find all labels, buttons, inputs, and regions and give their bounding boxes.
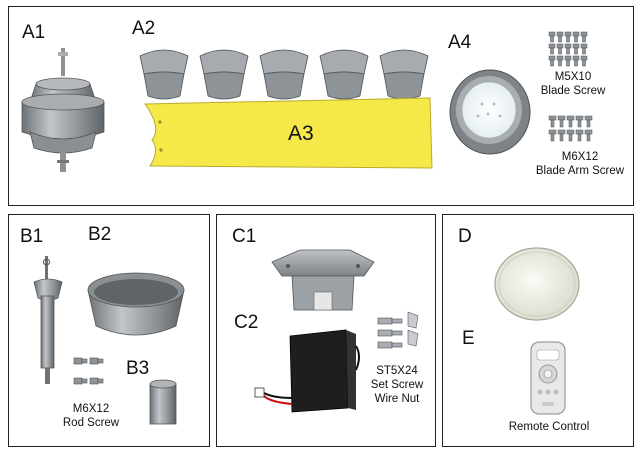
hardware-size: ST5X24 (376, 365, 418, 377)
blade-screws-drawing (548, 31, 588, 67)
blade-arm-screws-drawing (548, 115, 593, 142)
label-b3: B3 (126, 358, 150, 379)
canopy-b2-drawing (87, 272, 185, 336)
blade-arm-screw-size: M6X12 (561, 151, 599, 163)
label-a4: A4 (448, 32, 472, 53)
blade-screw-name: Blade Screw (540, 85, 606, 97)
blade-arms-a2-drawing (139, 49, 429, 100)
label-a2: A2 (132, 18, 156, 39)
blade-screw-caption: M5X10 Blade Screw (520, 70, 626, 98)
label-a3: A3 (288, 122, 314, 145)
blade-screw-size: M5X10 (554, 71, 592, 83)
blade-arm-screw-name: Blade Arm Screw (535, 165, 625, 177)
light-kit-a4-drawing (449, 69, 531, 155)
hardware-wire-nut: Wire Nut (374, 393, 420, 405)
label-c2: C2 (234, 312, 259, 333)
mounting-bracket-c1-drawing (271, 249, 375, 311)
label-a1: A1 (22, 22, 46, 43)
remote-caption: Remote Control (508, 421, 590, 433)
receiver-c2-drawing (254, 329, 360, 413)
blade-a3-drawing (144, 97, 433, 169)
label-b1: B1 (20, 226, 44, 247)
label-e: E (462, 328, 475, 349)
glass-cover-d-drawing (494, 247, 580, 321)
hardware-caption: ST5X24 Set Screw Wire Nut (364, 364, 430, 406)
label-d: D (458, 226, 472, 247)
rod-screw-name: Rod Screw (62, 417, 120, 429)
set-screws-wire-nuts-drawing (377, 311, 419, 349)
rod-screw-size: M6X12 (72, 403, 110, 415)
downrod-b1-drawing (33, 256, 63, 384)
label-b2: B2 (88, 224, 112, 245)
remote-e-drawing (530, 341, 566, 415)
hardware-set-screw: Set Screw (370, 379, 424, 391)
rod-screws-drawing (73, 357, 104, 385)
rod-screw-caption: M6X12 Rod Screw (52, 402, 130, 430)
blade-arm-screw-caption: M6X12 Blade Arm Screw (524, 150, 636, 178)
label-c1: C1 (232, 226, 257, 247)
coupler-b3-drawing (149, 379, 177, 425)
motor-a1-drawing (21, 48, 105, 172)
